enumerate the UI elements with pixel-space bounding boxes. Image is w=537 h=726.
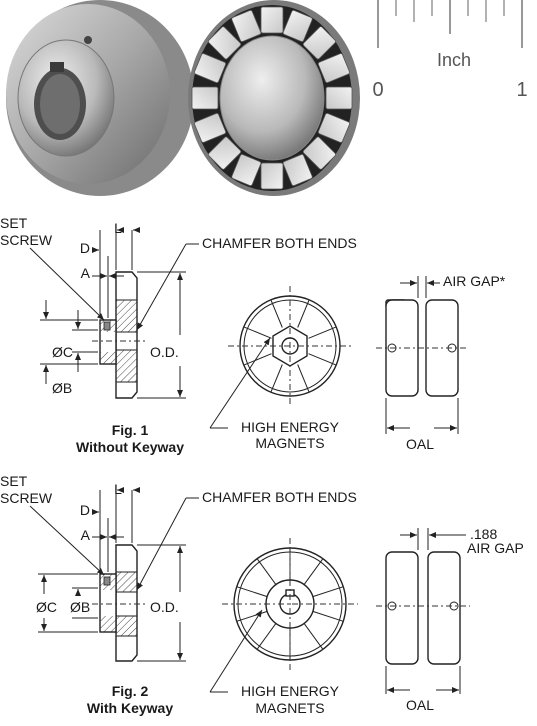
fig2-air-gap: AIR GAP bbox=[467, 540, 524, 556]
magnet-block bbox=[231, 9, 262, 42]
fig1-caption-number: Fig. 1 bbox=[112, 422, 149, 438]
magnet-segment-line bbox=[236, 610, 268, 622]
magnet-segment-line bbox=[256, 623, 277, 650]
magnet-segment-line bbox=[308, 353, 337, 366]
magnet-block bbox=[302, 26, 336, 60]
magnet-block bbox=[194, 53, 227, 84]
magnet-block bbox=[317, 53, 350, 84]
fig2-dia-b: ØB bbox=[70, 599, 90, 615]
magnet-segment-line bbox=[243, 326, 272, 339]
fig1-dim-d: D bbox=[80, 240, 90, 256]
fig1-magnets-line1: HIGH ENERGY bbox=[241, 419, 340, 435]
magnet-block bbox=[260, 162, 284, 190]
magnet-segment-line bbox=[243, 353, 272, 366]
magnet-segment-line bbox=[303, 558, 324, 585]
ruler-start-label: 0 bbox=[372, 79, 383, 101]
fig1-dim-a: A bbox=[81, 265, 91, 281]
fig1-oal: OAL bbox=[406, 436, 434, 452]
fig1-air-gap: AIR GAP* bbox=[443, 273, 506, 289]
magnet-block bbox=[194, 112, 227, 143]
magnet-segment-line bbox=[236, 586, 268, 598]
fig2-magnets-line1: HIGH ENERGY bbox=[241, 683, 340, 699]
fig1-magnets-line2: MAGNETS bbox=[255, 435, 324, 451]
inch-ruler: Inch 0 1 bbox=[372, 0, 528, 101]
magnet-block bbox=[208, 136, 242, 170]
fig1-dia-b: ØB bbox=[52, 380, 72, 396]
magnet-block bbox=[208, 26, 242, 60]
ruler-end-label: 1 bbox=[516, 79, 527, 101]
magnet-segment-line bbox=[297, 364, 310, 393]
fig1-front-view bbox=[209, 286, 352, 429]
magnet-segment-line bbox=[256, 558, 277, 585]
fig2-oal: OAL bbox=[406, 697, 434, 713]
magnet-block bbox=[317, 112, 350, 143]
fig2-group: SET SCREW D A L CHAMFER BOTH ENDS ØC ØB … bbox=[0, 473, 524, 716]
fig2-magnets-line2: MAGNETS bbox=[255, 700, 324, 716]
fig2-caption-text: With Keyway bbox=[87, 700, 173, 716]
fig1-dim-l: L bbox=[114, 220, 122, 236]
fig2-chamfer-label: CHAMFER BOTH ENDS bbox=[202, 489, 357, 505]
magnet-block bbox=[231, 154, 262, 187]
magnet-segment-line bbox=[297, 299, 310, 328]
magnet-block bbox=[325, 86, 353, 110]
fig2-dim-d: D bbox=[80, 502, 90, 518]
fig1-group: SET SCREW D A L CHAMFER BOTH ENDS ØC ØB … bbox=[0, 215, 506, 455]
magnet-disc-photo bbox=[188, 0, 360, 196]
magnet-segment-line bbox=[270, 299, 283, 328]
magnet-segment-line bbox=[303, 623, 324, 650]
fig1-chamfer-label: CHAMFER BOTH ENDS bbox=[202, 235, 357, 251]
fig2-caption-number: Fig. 2 bbox=[112, 683, 149, 699]
fig2-front-view bbox=[209, 538, 358, 693]
magnet-segment-line bbox=[312, 610, 344, 622]
hub-photo bbox=[6, 0, 194, 196]
magnet-block bbox=[282, 9, 313, 42]
fig2-assembly-view bbox=[376, 528, 470, 694]
ruler-unit-label: Inch bbox=[437, 50, 471, 70]
fig2-dia-c: ØC bbox=[36, 599, 57, 615]
magnet-block bbox=[302, 136, 336, 170]
fig1-dia-c: ØC bbox=[52, 344, 73, 360]
magnet-segment-line bbox=[308, 326, 337, 339]
fig1-caption-text: Without Keyway bbox=[76, 439, 184, 455]
magnet-segment-line bbox=[270, 364, 283, 393]
magnet-segment-line bbox=[312, 586, 344, 598]
fig1-section-view bbox=[92, 271, 148, 399]
fig2-screw-label: SCREW bbox=[0, 490, 53, 506]
magnet-block bbox=[191, 86, 219, 110]
fig1-od: O.D. bbox=[150, 344, 179, 360]
fig2-od: O.D. bbox=[150, 599, 179, 615]
fig1-screw-label: SCREW bbox=[0, 232, 53, 248]
fig2-dim-l: L bbox=[114, 481, 122, 497]
fig1-set-label: SET bbox=[0, 215, 28, 231]
fig1-assembly-view bbox=[376, 276, 468, 434]
magnet-block bbox=[282, 154, 313, 187]
fig2-dim-a: A bbox=[81, 527, 91, 543]
magnet-block bbox=[260, 6, 284, 34]
fig2-set-label: SET bbox=[0, 473, 28, 489]
fig2-section-view bbox=[92, 544, 148, 662]
fig2-gap-value: .188 bbox=[470, 526, 497, 542]
